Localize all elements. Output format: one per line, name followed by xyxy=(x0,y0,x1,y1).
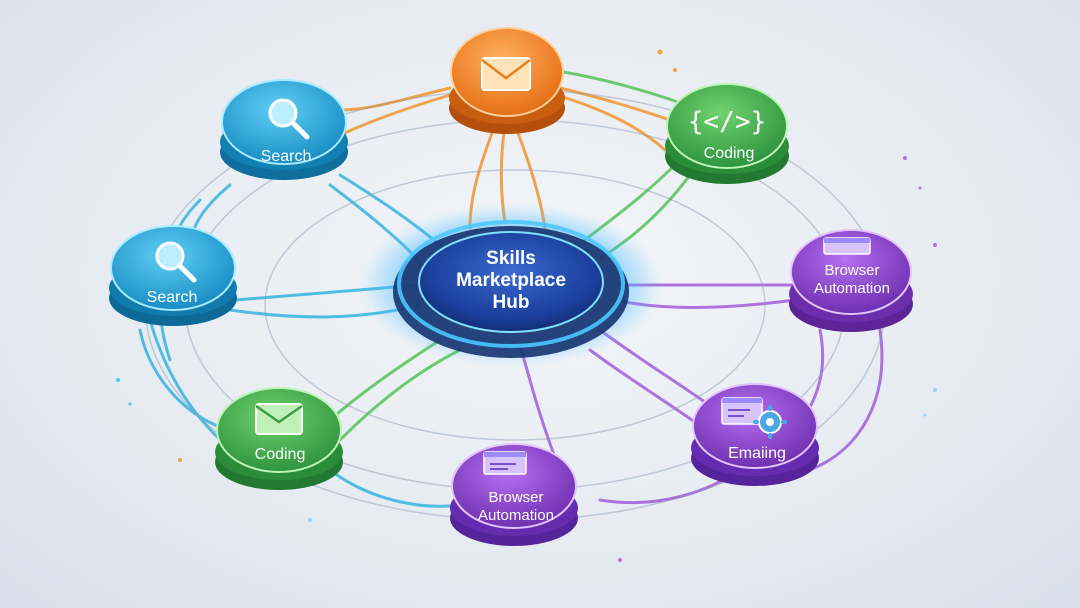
hub-title-line3: Hub xyxy=(493,292,530,313)
browser-window-icon xyxy=(484,452,526,474)
node-emailing-label: Emaiing xyxy=(728,445,786,462)
node-coding-top-label: Coding xyxy=(704,145,755,162)
hub-node: Skills Marketplace Hub xyxy=(361,205,661,365)
envelope-icon xyxy=(482,58,530,90)
node-browser-right-line1: Browser xyxy=(824,262,879,279)
node-search-1[interactable]: Search xyxy=(220,80,348,180)
node-search-1-label: Search xyxy=(261,148,312,165)
node-emailing[interactable]: Emaiing xyxy=(691,384,819,486)
node-browser-right-line2: Automation xyxy=(814,280,890,297)
node-browser-automation-right[interactable]: Browser Automation xyxy=(789,230,913,332)
node-email-top[interactable] xyxy=(449,28,565,134)
node-coding-top[interactable]: {</>} Coding xyxy=(665,84,789,184)
node-browser-bottom-line1: Browser xyxy=(488,489,543,506)
node-search-2[interactable]: Search xyxy=(109,226,237,326)
node-coding-bottom-label: Coding xyxy=(255,446,306,463)
browser-window-icon xyxy=(824,238,870,254)
node-browser-bottom-line2: Automation xyxy=(478,507,554,524)
node-coding-bottom[interactable]: Coding xyxy=(215,388,343,490)
hub-title-line2: Marketplace xyxy=(456,270,566,291)
node-search-2-label: Search xyxy=(147,289,198,306)
hub-title-line1: Skills xyxy=(486,248,536,269)
code-brackets-icon: {</>} xyxy=(688,107,766,137)
envelope-icon xyxy=(256,404,302,434)
svg-text:{</>}: {</>} xyxy=(688,107,766,137)
node-browser-automation-bottom[interactable]: Browser Automation xyxy=(450,444,578,546)
